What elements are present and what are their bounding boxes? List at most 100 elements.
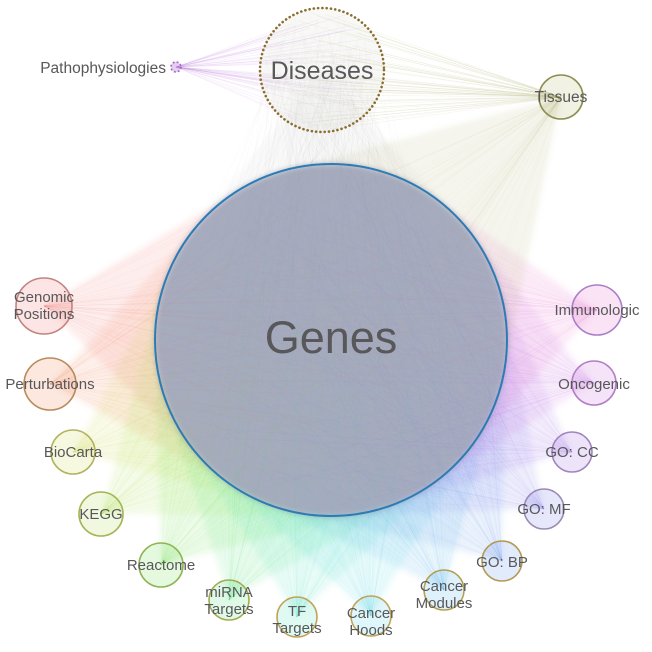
edge-diseases-genes <box>351 82 393 421</box>
edge-pathophysiologies-diseases <box>175 61 367 68</box>
edge-genomic-positions <box>43 271 325 307</box>
edge-biocarta <box>72 288 409 453</box>
label-cancer-hoods-line: Cancer <box>347 605 395 622</box>
edge-go-mf <box>326 315 545 510</box>
node-tf-targets[interactable] <box>276 596 318 638</box>
edge-reactome <box>160 178 310 566</box>
node-immunologic[interactable] <box>571 284 623 336</box>
edge-kegg <box>100 477 346 515</box>
edge-diseases-genes <box>290 98 336 365</box>
edge-reactome <box>160 369 435 566</box>
edge-immunologic <box>358 309 598 377</box>
edge-diseases-genes <box>300 87 404 242</box>
node-biocarta[interactable] <box>50 429 96 475</box>
edge-reactome <box>160 414 400 566</box>
edge-cancer-modules <box>337 192 445 591</box>
edge-genomic-positions <box>43 215 221 307</box>
edge-tissues-diseases <box>368 90 562 98</box>
edge-diseases-genes <box>310 111 313 481</box>
edge-perturbations <box>49 383 308 395</box>
edge-tf-targets <box>296 392 337 618</box>
edge-diseases-genes <box>342 90 376 219</box>
edge-tf-targets <box>296 286 330 618</box>
edge-pathophysiologies-diseases <box>175 39 361 68</box>
edge-biocarta <box>72 451 406 478</box>
node-mirna-targets[interactable] <box>208 579 250 621</box>
node-genomic-positions[interactable] <box>15 277 73 335</box>
edge-oncogenic <box>373 382 595 442</box>
edge-immunologic <box>474 296 598 311</box>
edge-diseases-genes <box>178 91 269 273</box>
edge-cancer-hoods <box>261 281 372 617</box>
edge-tf-targets <box>296 414 426 618</box>
edge-tf-targets <box>296 234 419 618</box>
edge-mirna-targets <box>228 181 274 601</box>
edge-go-mf <box>226 307 545 510</box>
node-tissues[interactable] <box>538 74 584 120</box>
edge-go-mf <box>324 270 545 510</box>
edge-diseases-genes <box>310 63 320 375</box>
edge-genomic-positions <box>43 305 227 379</box>
edge-diseases-genes <box>279 104 361 370</box>
edge-tf-targets <box>296 368 442 618</box>
edge-pathophysiologies-diseases <box>175 29 349 68</box>
edge-cancer-hoods <box>370 268 429 617</box>
label-kegg-line: KEGG <box>79 506 122 523</box>
edge-go-cc <box>266 451 573 481</box>
node-go-cc[interactable] <box>551 431 593 473</box>
edge-go-cc <box>447 264 573 453</box>
edge-diseases-genes <box>356 91 459 276</box>
node-oncogenic[interactable] <box>571 360 617 406</box>
node-go-bp[interactable] <box>481 540 523 582</box>
edge-diseases-genes <box>182 83 268 386</box>
edge-go-bp <box>471 357 503 562</box>
edge-perturbations <box>49 348 488 385</box>
fan-go-mf <box>154 163 544 516</box>
edge-biocarta <box>72 446 334 453</box>
edge-diseases-genes <box>187 36 324 276</box>
edge-go-mf <box>322 211 545 510</box>
edge-cancer-modules <box>339 359 445 591</box>
edge-genomic-positions <box>43 305 236 322</box>
node-kegg[interactable] <box>78 491 124 537</box>
node-pathophysiologies[interactable] <box>170 61 182 73</box>
edge-go-bp <box>425 329 503 562</box>
node-diseases[interactable] <box>258 6 386 134</box>
edge-perturbations <box>49 383 335 421</box>
label-biocarta-line: BioCarta <box>44 444 103 461</box>
edge-mirna-targets <box>228 248 430 601</box>
node-genes[interactable] <box>154 163 508 517</box>
edge-tissues <box>201 96 562 415</box>
edge-reactome <box>160 231 326 566</box>
node-go-mf[interactable] <box>523 488 565 530</box>
node-perturbations[interactable] <box>23 357 77 411</box>
edge-cancer-hoods <box>240 351 372 617</box>
fan-mirna-targets <box>155 164 508 600</box>
node-cancer-hoods[interactable] <box>350 595 392 637</box>
edge-immunologic <box>467 247 598 311</box>
edge-biocarta <box>72 293 496 453</box>
edge-diseases-genes <box>320 113 381 436</box>
edge-diseases-genes <box>285 40 306 396</box>
edge-cancer-hoods <box>326 378 372 617</box>
edge-go-cc <box>252 219 573 453</box>
edge-biocarta <box>72 191 415 453</box>
edge-oncogenic <box>410 276 595 384</box>
edge-mirna-targets <box>228 416 448 601</box>
edge-diseases-genes <box>361 107 408 488</box>
node-reactome[interactable] <box>138 542 184 588</box>
node-cancer-modules[interactable] <box>423 569 465 611</box>
edge-go-cc <box>246 438 573 453</box>
label-reactome-line: Reactome <box>127 557 195 574</box>
edge-tissues <box>293 96 562 416</box>
edge-tissues <box>456 96 562 251</box>
edge-go-mf <box>449 221 545 510</box>
edge-diseases-genes <box>260 14 330 251</box>
edge-biocarta <box>72 451 279 455</box>
edge-diseases-genes <box>302 113 367 474</box>
edge-immunologic <box>260 223 598 311</box>
edge-cancer-hoods <box>334 230 372 617</box>
edge-pathophysiologies-diseases <box>175 48 356 68</box>
label-go-cc-line: GO: CC <box>545 444 599 461</box>
